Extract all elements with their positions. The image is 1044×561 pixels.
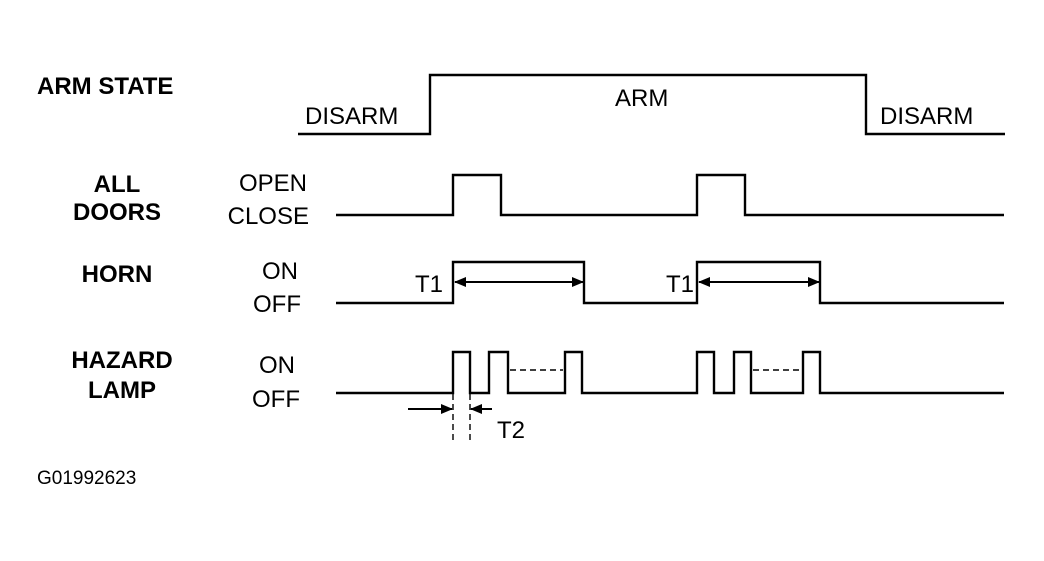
arm-state-arm: ARM [615,85,668,112]
all-doors-waveform [336,173,1004,217]
hazard-lamp-waveform [336,350,1004,395]
arm-state-disarm-right: DISARM [880,103,973,130]
figure-id: G01992623 [37,468,136,489]
horn-off-label: OFF [253,291,301,318]
all-doors-label-line2: DOORS [73,199,161,226]
hazard-lamp-label-line2: LAMP [88,377,156,404]
hazard-lamp-t2-label: T2 [497,417,525,444]
arm-state-label: ARM STATE [37,73,173,100]
all-doors-close-label: CLOSE [228,203,309,230]
arm-state-disarm-left: DISARM [305,103,398,130]
hazard-lamp-off-label: OFF [252,386,300,413]
all-doors-label-line1: ALL [94,171,141,198]
horn-waveform [336,260,1004,305]
horn-t1-second-label: T1 [666,271,694,298]
all-doors-open-label: OPEN [239,170,307,197]
hazard-lamp-label-line1: HAZARD [71,347,172,374]
horn-label: HORN [82,261,153,288]
arm-state-waveform [298,73,1005,136]
horn-on-label: ON [262,258,298,285]
horn-t1-first-label: T1 [415,271,443,298]
hazard-lamp-on-label: ON [259,352,295,379]
